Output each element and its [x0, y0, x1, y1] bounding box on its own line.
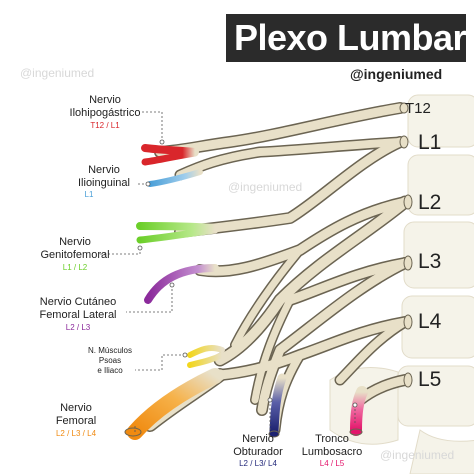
nerve-name: Nervio: [242, 433, 274, 445]
label-psoas-iliacus: N. Músculos Psoas e Iliaco: [82, 346, 138, 376]
label-obturator: Nervio Obturador: [218, 433, 298, 459]
ilioinguinal-nerve: [147, 169, 203, 187]
vertebral-column: [329, 94, 474, 474]
nerve-name: Nervio: [59, 236, 91, 248]
roots-genitofemoral: L1 / L2: [62, 263, 88, 272]
nerve-name: Ilohipogástrico: [69, 107, 141, 119]
label-lumbosacral-trunk: Tronco Lumbosacro: [292, 433, 372, 459]
nerve-name: e Iliaco: [97, 366, 123, 375]
psoas-iliacus-nerve: [187, 344, 225, 358]
roots-ilioinguinal: L1: [84, 190, 94, 199]
vertebra-label-l3: L3: [418, 250, 442, 273]
roots-iliohypogastric: T12 / L1: [90, 121, 120, 130]
vertebra-label-l1: L1: [418, 131, 442, 154]
nerve-name: N. Músculos: [87, 346, 132, 355]
watermark: @ingeniumed: [20, 66, 95, 80]
nerve-name: Ilioinguinal: [78, 177, 130, 189]
label-genitofemoral: Nervio Genitofemoral: [30, 236, 120, 262]
vertebra-label-l5: L5: [418, 368, 442, 391]
roots-lateral-femoral-cutaneous: L2 / L3: [65, 323, 91, 332]
genitofemoral-nerve: [136, 222, 219, 232]
nerve-name: Tronco: [315, 433, 349, 445]
label-ilioinguinal: Nervio Ilioinguinal: [64, 164, 144, 190]
label-femoral: Nervio Femoral: [36, 402, 116, 428]
nerve-name: Obturador: [233, 446, 283, 458]
watermark: @ingeniumed: [380, 448, 455, 462]
lateral-femoral-cutaneous-nerve: [144, 264, 219, 304]
obturator-nerve: [269, 373, 287, 437]
vertebra-label-t12: T12: [405, 100, 431, 117]
nerve-name: Nervio: [60, 402, 92, 414]
title-banner: [226, 14, 466, 62]
vertebra-label-l4: L4: [418, 310, 442, 333]
nerve-name: Femoral Lateral: [39, 309, 117, 321]
nerve-name: Nervio: [89, 94, 121, 106]
page-title: Plexo Lumbar: [234, 17, 467, 58]
nerve-name: Nervio Cutáneo: [39, 296, 117, 308]
nerve-name: Lumbosacro: [301, 446, 363, 458]
roots-lumbosacral-trunk: L4 / L5: [319, 459, 345, 468]
roots-obturator: L2 / L3/ L4: [239, 459, 277, 468]
nerve-name: Femoral: [55, 415, 97, 427]
lumbosacral-trunk: [350, 386, 368, 436]
vertebra-label-l2: L2: [418, 191, 442, 214]
watermark: @ingeniumed: [228, 180, 303, 194]
nerve-name: Nervio: [88, 164, 120, 176]
author-handle: @ingeniumed: [350, 66, 443, 82]
label-iliohypogastric: Nervio Ilohipogástrico: [60, 94, 150, 120]
nerve-name: Genitofemoral: [40, 249, 110, 261]
roots-femoral: L2 / L3 / L4: [55, 429, 97, 438]
femoral-nerve: [127, 368, 223, 440]
nerve-name: Psoas: [98, 356, 122, 365]
label-lateral-femoral-cutaneous: Nervio Cutáneo Femoral Lateral: [28, 296, 128, 322]
